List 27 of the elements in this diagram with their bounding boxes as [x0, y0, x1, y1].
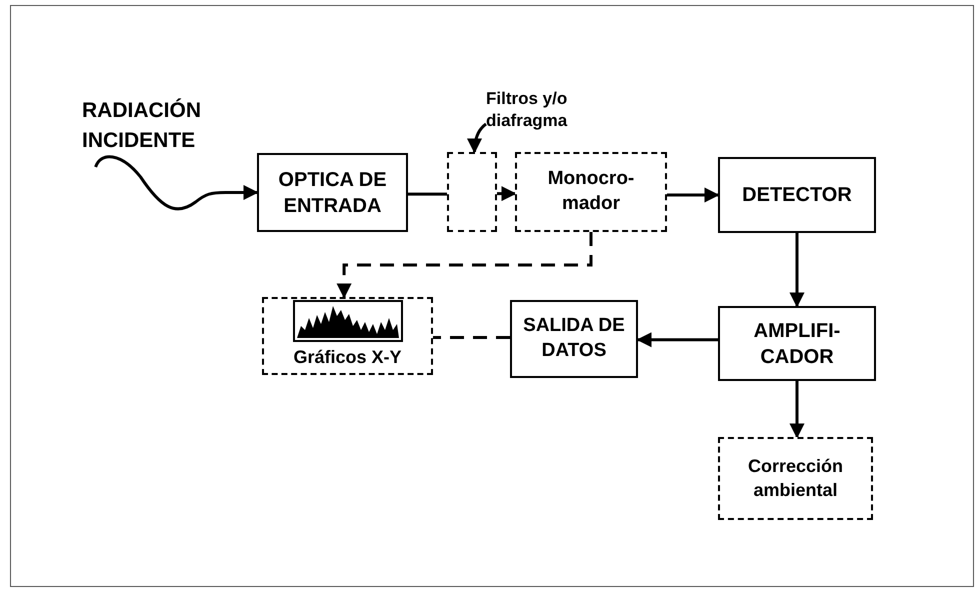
node-label: Filtros y/o diafragma: [486, 88, 568, 132]
arrow: [94, 155, 258, 210]
filter-box: [447, 152, 497, 232]
node-label: OPTICA DE ENTRADA: [277, 168, 388, 218]
arrow: [636, 332, 718, 348]
process-box: [718, 306, 876, 381]
leader-arrow: [467, 122, 487, 154]
process-box: [718, 157, 876, 233]
connector-line: [408, 192, 447, 196]
optional-box: [262, 297, 433, 375]
node-label: Gráficos X-Y: [293, 346, 402, 369]
node-label: Corrección ambiental: [746, 455, 844, 502]
dashed-connector: [336, 232, 592, 298]
node-label: Monocro- mador: [546, 167, 636, 216]
node-label: DETECTOR: [742, 183, 852, 208]
node-label: AMPLIFI- CADOR: [754, 318, 840, 370]
optional-box: [515, 152, 667, 232]
arrow: [497, 186, 516, 202]
node-label: SALIDA DE DATOS: [522, 314, 626, 363]
dashed-connector: [433, 336, 510, 339]
process-box: [510, 300, 638, 378]
optional-box: [718, 437, 873, 520]
arrow: [667, 188, 720, 202]
arrow: [790, 233, 804, 308]
process-box: [257, 153, 408, 232]
arrow: [790, 381, 804, 438]
node-label: RADIACIÓN INCIDENTE: [82, 97, 202, 154]
